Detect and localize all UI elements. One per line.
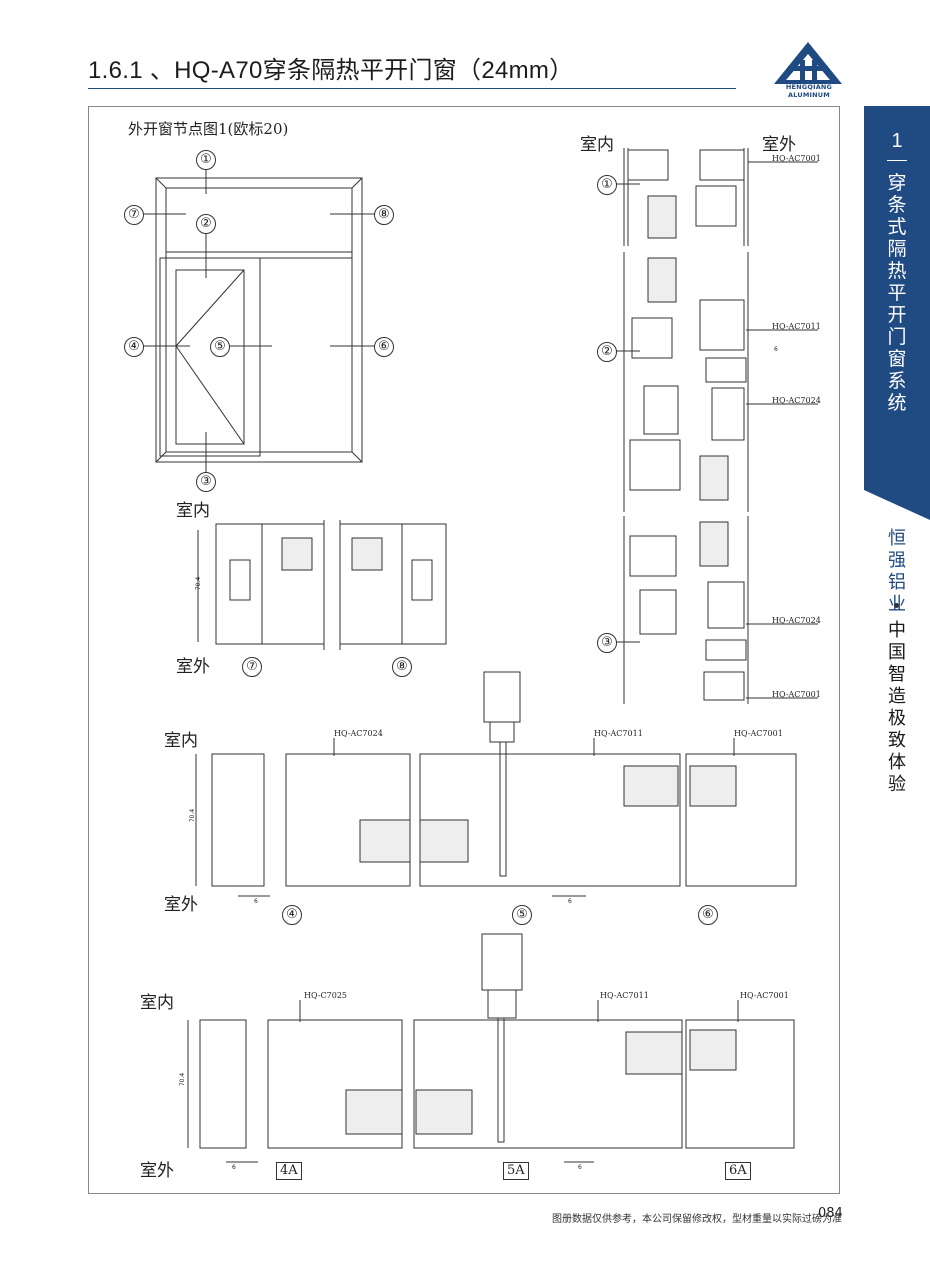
brand-tagline: 中国智造 极致体验 [888, 620, 906, 795]
indoor-label-78: 室内 [176, 501, 210, 521]
section-marker-5: ⑤ [512, 905, 532, 925]
indoor-label-v: 室内 [580, 135, 614, 155]
marker-4: ④ [124, 337, 144, 357]
chapter-number: 1 [891, 130, 903, 152]
dim-6-4: 6 [254, 898, 258, 905]
code-ac7011-c: HQ-AC7011 [600, 991, 649, 1000]
code-ac7001-d: HQ-AC7001 [740, 991, 789, 1000]
section-box-5a: 5A [503, 1162, 529, 1180]
marker-5: ⑤ [210, 337, 230, 357]
indoor-label-a: 室内 [140, 993, 174, 1013]
side-tab-background [864, 106, 930, 520]
outdoor-label-a: 室外 [140, 1161, 174, 1181]
vertical-section-drawing [616, 148, 818, 704]
section-marker-7: ⑦ [242, 657, 262, 677]
code-c7025: HQ-C7025 [304, 991, 348, 1000]
marker-8: ⑧ [374, 205, 394, 225]
indoor-label-456: 室内 [164, 731, 198, 751]
drawing-title: 外开窗节点图1(欧标20) [128, 120, 289, 138]
section-marker-1: ① [597, 175, 617, 195]
section-marker-3: ③ [597, 633, 617, 653]
dim-6-5a: 6 [578, 1164, 582, 1171]
section-7-8-drawing [197, 520, 447, 650]
dim-6-5: 6 [568, 898, 572, 905]
section-box-4a: 4A [276, 1162, 302, 1180]
code-ac7001-a: HQ-AC7001 [772, 154, 821, 163]
page-title: 1.6.1 、HQ-A70穿条隔热平开门窗（24mm） [88, 57, 574, 84]
window-elevation [144, 166, 374, 472]
section-marker-8: ⑧ [392, 657, 412, 677]
code-ac7011-a: HQ-AC7011 [772, 322, 821, 331]
page-number: 084 [818, 1206, 843, 1221]
marker-1: ① [196, 150, 216, 170]
horizontal-section-456 [195, 671, 797, 897]
dim-704-a: 70.4 [179, 1072, 187, 1087]
code-ac7001-b: HQ-AC7001 [772, 690, 821, 699]
marker-2: ② [196, 214, 216, 234]
marker-6: ⑥ [374, 337, 394, 357]
section-marker-2: ② [597, 342, 617, 362]
logo-wordmark: HENGQIANG ALUMINUM [785, 83, 833, 99]
footer-disclaimer: 图册数据仅供参考，本公司保留修改权，型材重量以实际过磅为准 [552, 1214, 842, 1225]
company-logo [774, 42, 842, 84]
code-ac7001-c: HQ-AC7001 [734, 729, 783, 738]
section-marker-4: ④ [282, 905, 302, 925]
code-ac7011-b: HQ-AC7011 [594, 729, 643, 738]
dim-6-4a: 6 [232, 1164, 236, 1171]
drawing-frame [88, 106, 840, 1194]
section-box-6a: 6A [725, 1162, 751, 1180]
outdoor-label-78: 室外 [176, 657, 210, 677]
brand-slogan: 恒强铝业 [888, 528, 906, 615]
horizontal-section-4a5a6a [187, 933, 795, 1163]
code-ac7024-c: HQ-AC7024 [334, 729, 383, 738]
outdoor-label-v: 室外 [762, 135, 796, 155]
code-ac7024-b: HQ-AC7024 [772, 616, 821, 625]
marker-7: ⑦ [124, 205, 144, 225]
dim-6-v: 6 [774, 346, 778, 353]
chapter-divider [887, 160, 907, 161]
marker-3: ③ [196, 472, 216, 492]
outdoor-label-456: 室外 [164, 895, 198, 915]
header-rule [88, 88, 736, 89]
section-marker-6: ⑥ [698, 905, 718, 925]
dim-704-78: 70.4 [195, 576, 203, 591]
code-ac7024-a: HQ-AC7024 [772, 396, 821, 405]
slogan-dot [894, 603, 899, 608]
dim-704-456: 70.4 [189, 808, 197, 823]
chapter-title: 穿条式隔热平开门窗系统 [887, 172, 907, 414]
